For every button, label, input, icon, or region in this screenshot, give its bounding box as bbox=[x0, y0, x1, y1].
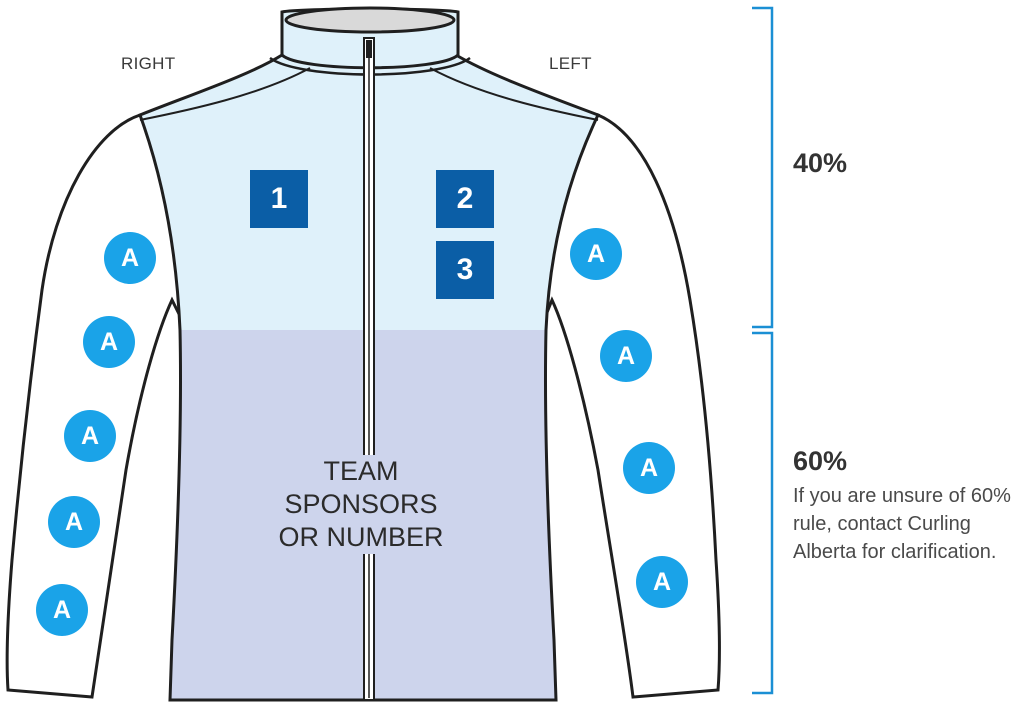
logo-position-1: 1 bbox=[250, 170, 308, 228]
sleeve-badge-left-3: A bbox=[623, 442, 675, 494]
bracket-60 bbox=[752, 331, 774, 695]
sleeve-badge-right-3: A bbox=[64, 410, 116, 462]
body-outline bbox=[138, 53, 601, 702]
right-sleeve bbox=[5, 113, 184, 699]
seam-left bbox=[429, 67, 599, 121]
logo-position-2: 2 bbox=[436, 170, 494, 228]
sleeve-badge-left-2: A bbox=[600, 330, 652, 382]
logo-position-3: 3 bbox=[436, 241, 494, 299]
sleeve-badge-left-1: A bbox=[570, 228, 622, 280]
team-sponsors-label: TEAM SPONSORS OR NUMBER bbox=[236, 455, 486, 554]
percent-40-label: 40% bbox=[793, 148, 848, 178]
bracket-40 bbox=[752, 6, 774, 329]
center-line-1: TEAM bbox=[321, 455, 401, 488]
percent-60-note: If you are unsure of 60% rule, contact C… bbox=[793, 485, 1011, 563]
percent-60-label: 60% bbox=[793, 446, 848, 476]
sleeve-badge-right-5: A bbox=[36, 584, 88, 636]
center-line-3: OR NUMBER bbox=[276, 521, 446, 554]
sleeve-badge-right-1: A bbox=[104, 232, 156, 284]
zipper-pull bbox=[366, 40, 372, 58]
left-sleeve bbox=[542, 113, 721, 699]
sleeve-badge-right-4: A bbox=[48, 496, 100, 548]
collar-opening bbox=[284, 6, 456, 34]
sleeve-badge-right-2: A bbox=[83, 316, 135, 368]
sleeve-badge-left-4: A bbox=[636, 556, 688, 608]
left-label: LEFT bbox=[549, 54, 592, 73]
right-label: RIGHT bbox=[121, 54, 176, 73]
center-line-2: SPONSORS bbox=[282, 488, 440, 521]
seam-right bbox=[139, 67, 311, 121]
